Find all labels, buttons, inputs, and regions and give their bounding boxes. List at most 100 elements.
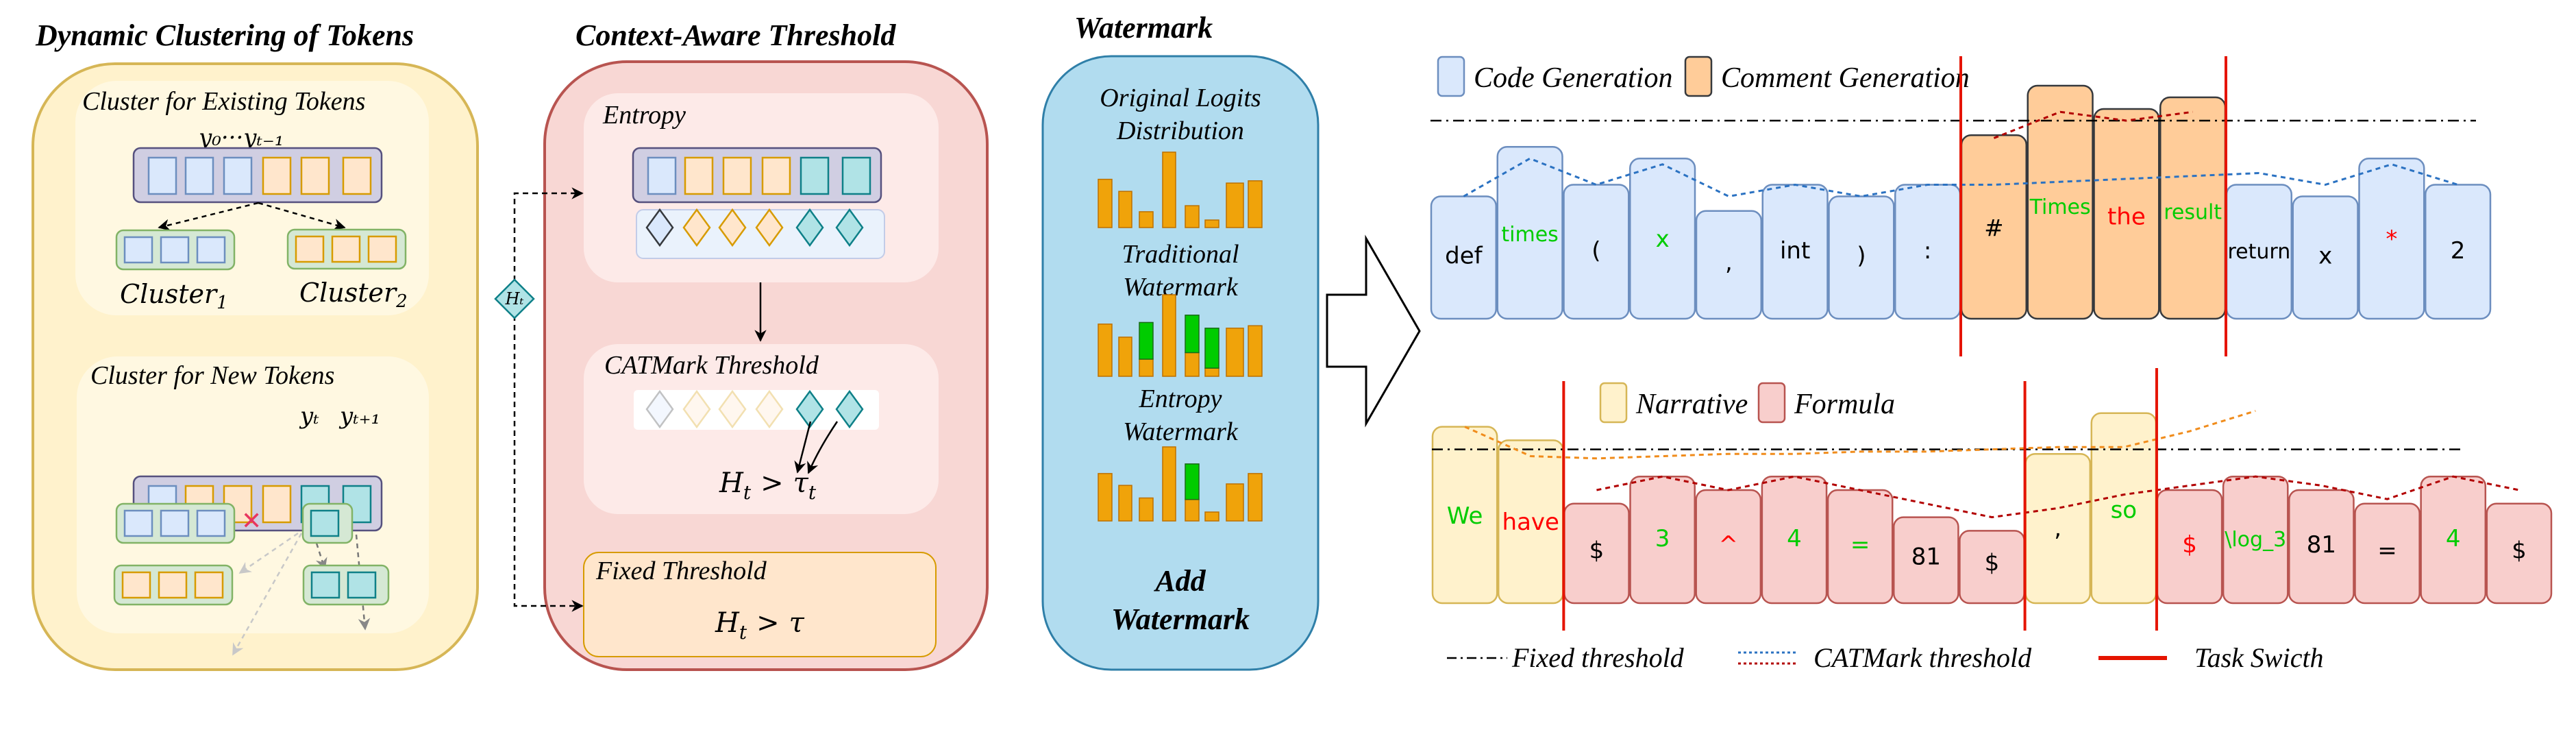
token-label: $: [1589, 537, 1605, 565]
logit-bar: [1185, 352, 1200, 377]
new-cluster-blue-token: [123, 509, 153, 537]
watermark-title: Watermark: [1074, 11, 1213, 45]
token-bar: [2288, 489, 2355, 605]
logit-bar: [1204, 367, 1219, 377]
catmark-diamond-orange: [755, 389, 784, 429]
clustering-title: Dynamic Clustering of Tokens: [35, 19, 414, 52]
wm-section-title: Entropy: [1138, 385, 1222, 413]
token-label: ): [1857, 243, 1866, 270]
entropy-seq-token-orange: [684, 156, 714, 195]
new-cluster-orange-token: [121, 571, 151, 599]
arrow-teal-1-to-tau: [794, 421, 812, 474]
existing-cluster-title: Cluster for Existing Tokens: [82, 87, 365, 116]
catmark-diamonds: [645, 389, 864, 429]
logit-bar: [1118, 485, 1132, 522]
existing-seq-label: y₀···yₜ₋₁: [197, 124, 284, 151]
catmark-diamond-orange: [718, 389, 747, 429]
wm-section-title: Traditional: [1122, 240, 1239, 269]
entropy-seq-token-orange: [761, 156, 791, 195]
logit-bar: [1162, 151, 1176, 228]
legend-label: Narrative: [1635, 389, 1748, 420]
fixed-formula: Ht>τ: [715, 607, 805, 644]
threshold-panel: Context-Aware Threshold Entropy CATMark …: [494, 19, 989, 671]
logit-bar: [1139, 211, 1154, 228]
token-bar: [1695, 210, 1762, 320]
yt-label: yₜ: [299, 402, 319, 430]
reject-cross-icon: ✕: [241, 507, 262, 535]
watermark-panel: Watermark Original LogitsDistributionTra…: [1041, 11, 1320, 671]
clustering-panel: Dynamic Clustering of Tokens Cluster for…: [32, 19, 479, 671]
logit-bar: [1139, 358, 1154, 377]
token-label: 4: [1787, 525, 1802, 552]
token-bar: [1563, 184, 1630, 320]
arrow-to-cluster-2: [258, 202, 346, 231]
token-label: the: [2107, 203, 2146, 230]
token-bar: [2027, 84, 2094, 320]
token-label: *: [2386, 226, 2397, 253]
legend-swatch-code-generation: [1437, 56, 1465, 97]
bottom-legend: Fixed threshold CATMark threshold Task S…: [1447, 642, 2324, 673]
token-label: x: [1656, 226, 1670, 253]
entropy-title: Entropy: [602, 101, 686, 130]
watermark-boost-bar: [1185, 463, 1200, 500]
token-bar: [2093, 108, 2160, 320]
ht-diamond-label: Hₜ: [505, 289, 524, 308]
logit-bar: [1162, 294, 1176, 377]
entropy-seq-token-teal: [841, 156, 871, 195]
logit-bar: [1185, 205, 1200, 228]
token-bar: [1496, 146, 1563, 320]
catmark-diamond-teal: [835, 389, 864, 429]
cluster-1-label: Cluster1: [120, 279, 228, 313]
entropy-diamond-blue: [645, 208, 674, 247]
fixed-threshold-title: Fixed Threshold: [595, 557, 767, 585]
token-label: 2: [2451, 237, 2466, 265]
new-cluster-blue-token: [160, 509, 190, 537]
legend-label: Code Generation: [1474, 62, 1672, 94]
logit-bar: [1162, 446, 1176, 522]
token-label: int: [1780, 237, 1810, 265]
flow-arrow-icon: [1326, 234, 1421, 428]
token-bar: [2486, 502, 2553, 605]
entropy-diamond-teal: [835, 208, 864, 247]
token-label: :: [1924, 237, 1931, 265]
token-label: so: [2111, 496, 2138, 524]
wm-section-subtitle: Watermark: [1123, 417, 1239, 446]
add-watermark-line-2: Watermark: [1111, 602, 1250, 636]
catmark-line-orange: [1464, 410, 2256, 460]
new-cluster-teal-single-token: [310, 509, 340, 537]
wm-section-subtitle: Distribution: [1116, 117, 1244, 145]
token-bar: [2354, 502, 2420, 605]
token-label: We: [1447, 502, 1483, 530]
new-cluster-title: Cluster for New Tokens: [90, 361, 334, 390]
token-label: \log_3: [2225, 528, 2286, 552]
token-label: 3: [1655, 525, 1670, 552]
existing-clusters: [115, 228, 407, 271]
token-label: x: [2318, 243, 2332, 270]
existing-seq-token-blue: [223, 156, 253, 195]
token-label: (: [1592, 237, 1600, 265]
new-cluster-blue-token: [196, 509, 226, 537]
arrow-ht-to-fixed: [513, 315, 584, 612]
token-bar: [1892, 516, 1959, 605]
legend-label: Comment Generation: [1721, 62, 1970, 94]
existing-seq-token-orange: [262, 156, 292, 195]
existing-cluster-1-token: [123, 236, 153, 264]
logit-bar: [1204, 219, 1219, 228]
token-bar: [1629, 158, 1696, 320]
token-bar: [2358, 158, 2425, 320]
fixed-threshold-box: [583, 552, 937, 657]
legend-swatch-comment-generation: [1684, 56, 1713, 97]
catmark-line-red: [1993, 110, 2193, 139]
legend-label: Formula: [1794, 389, 1895, 420]
existing-cluster-2-token: [331, 235, 361, 263]
token-bar: [2425, 184, 2492, 320]
entropy-diamond-orange: [718, 208, 747, 247]
add-watermark-line-1: Add: [1153, 564, 1206, 598]
entropy-diamonds: [645, 208, 864, 247]
arrow-yt-new-cluster: [312, 534, 327, 570]
logit-bar: [1226, 328, 1244, 377]
arrow-rejected-2: [232, 533, 303, 656]
entropy-diamond-orange: [682, 208, 711, 247]
logit-bar: [1226, 483, 1244, 522]
token-label: 81: [1911, 544, 1941, 571]
